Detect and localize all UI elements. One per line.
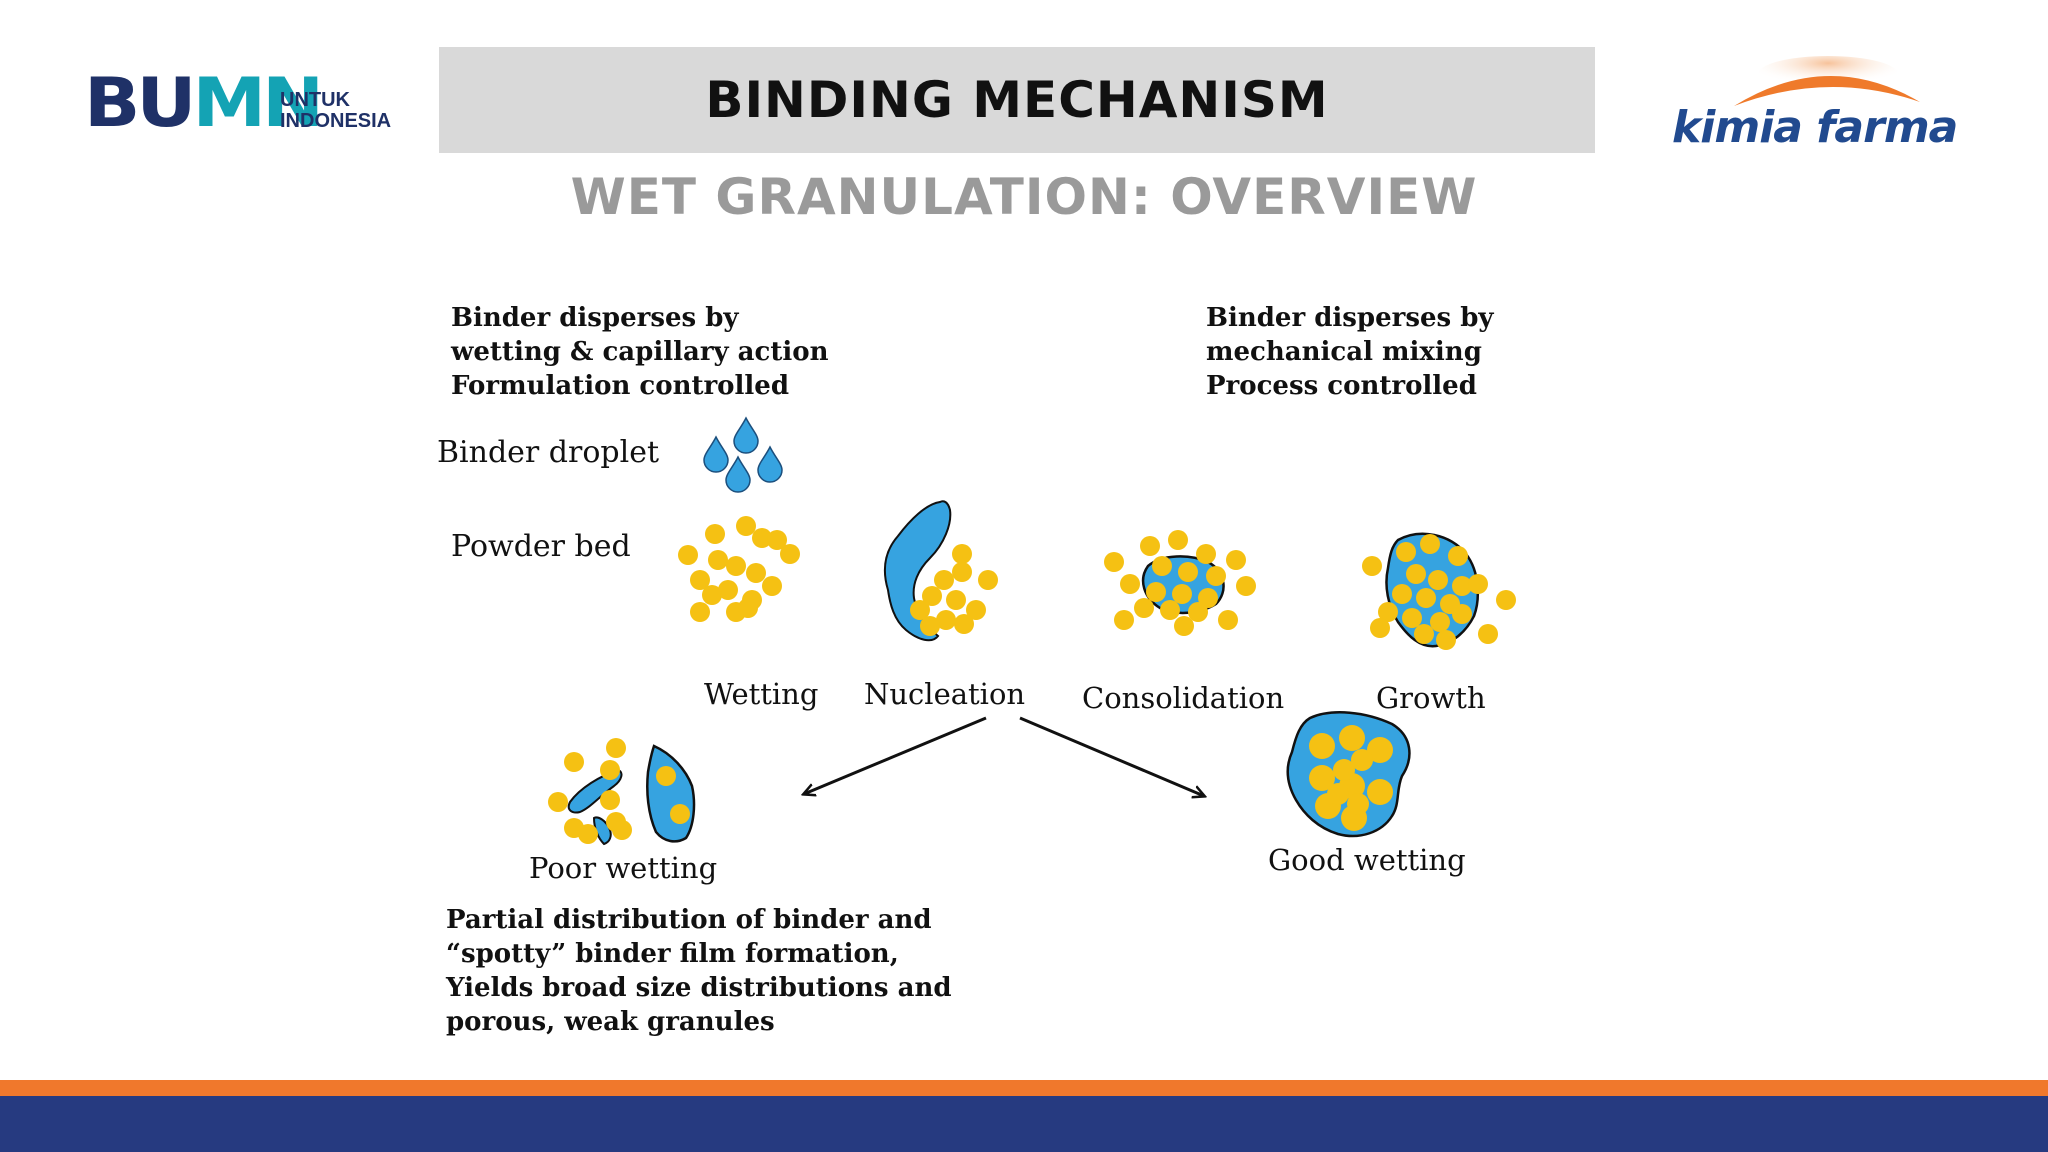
kimia-farma-arc-icon <box>1734 56 1920 106</box>
footer-orange-stripe <box>0 1080 2048 1096</box>
stage-label-wetting: Wetting <box>704 677 818 711</box>
poor-note-line: “spotty” binder film formation, <box>446 939 899 969</box>
poor-note-line: Partial distribution of binder and <box>446 905 932 935</box>
stage-label-nucleation: Nucleation <box>864 677 1025 711</box>
page-title: BINDING MECHANISM <box>705 71 1329 129</box>
bumn-letter-b: B <box>84 63 140 143</box>
nucleation-granule <box>883 500 998 642</box>
title-band: BINDING MECHANISM <box>439 47 1595 153</box>
bumn-logo-wordmark: BUMN <box>84 69 324 137</box>
bumn-letter-m: M <box>192 63 267 143</box>
poor-wetting-note: Partial distribution of binder and “spot… <box>445 905 952 1037</box>
arrow-to-good-wetting <box>1019 716 1204 796</box>
bumn-letter-n: N <box>262 63 324 143</box>
bumn-tagline-line1: UNTUK <box>280 89 350 111</box>
page-subtitle: WET GRANULATION: OVERVIEW <box>570 168 1478 226</box>
footer-navy-bar <box>0 1096 2048 1152</box>
bumn-letter-u: U <box>136 63 196 143</box>
right-note: Binder disperses by mechanical mixing Pr… <box>1206 303 1494 401</box>
poor-wetting-label: Poor wetting <box>529 851 717 885</box>
left-note: Binder disperses by wetting & capillary … <box>450 303 829 401</box>
poor-note-line: Yields broad size distributions and <box>445 973 952 1003</box>
consolidation-granule <box>1104 530 1256 636</box>
bumn-tagline: UNTUK INDONESIA <box>280 90 391 132</box>
poor-note-line: porous, weak granules <box>446 1007 775 1037</box>
left-note-line: Formulation controlled <box>451 371 789 401</box>
powder-bed-label: Powder bed <box>451 529 631 564</box>
kimia-farma-logo: kimia farma <box>1668 52 1988 156</box>
growth-granule <box>1362 532 1516 650</box>
right-note-line: mechanical mixing <box>1206 337 1482 367</box>
stage-label-consolidation: Consolidation <box>1082 681 1284 715</box>
good-wetting-label: Good wetting <box>1268 843 1466 877</box>
good-wetting-granule <box>1286 711 1411 838</box>
binder-droplets-icon <box>703 416 783 493</box>
stage-labels: Wetting Nucleation Consolidation Growth <box>704 677 1486 715</box>
bumn-logo: BUMN UNTUK INDONESIA <box>84 69 404 142</box>
wet-granulation-diagram: Binder disperses by wetting & capillary … <box>437 303 1516 1037</box>
kimia-farma-wordmark: kimia farma <box>1672 102 1958 153</box>
bumn-tagline-line2: INDONESIA <box>280 110 392 132</box>
right-note-line: Binder disperses by <box>1206 303 1494 333</box>
binder-droplet-label: Binder droplet <box>437 435 659 470</box>
arrow-to-poor-wetting <box>804 716 987 794</box>
left-note-line: wetting & capillary action <box>450 337 829 367</box>
left-note-line: Binder disperses by <box>451 303 739 333</box>
wetting-particles <box>678 516 800 622</box>
right-note-line: Process controlled <box>1206 371 1477 401</box>
poor-wetting-granules <box>548 738 696 846</box>
stage-label-growth: Growth <box>1376 681 1486 715</box>
